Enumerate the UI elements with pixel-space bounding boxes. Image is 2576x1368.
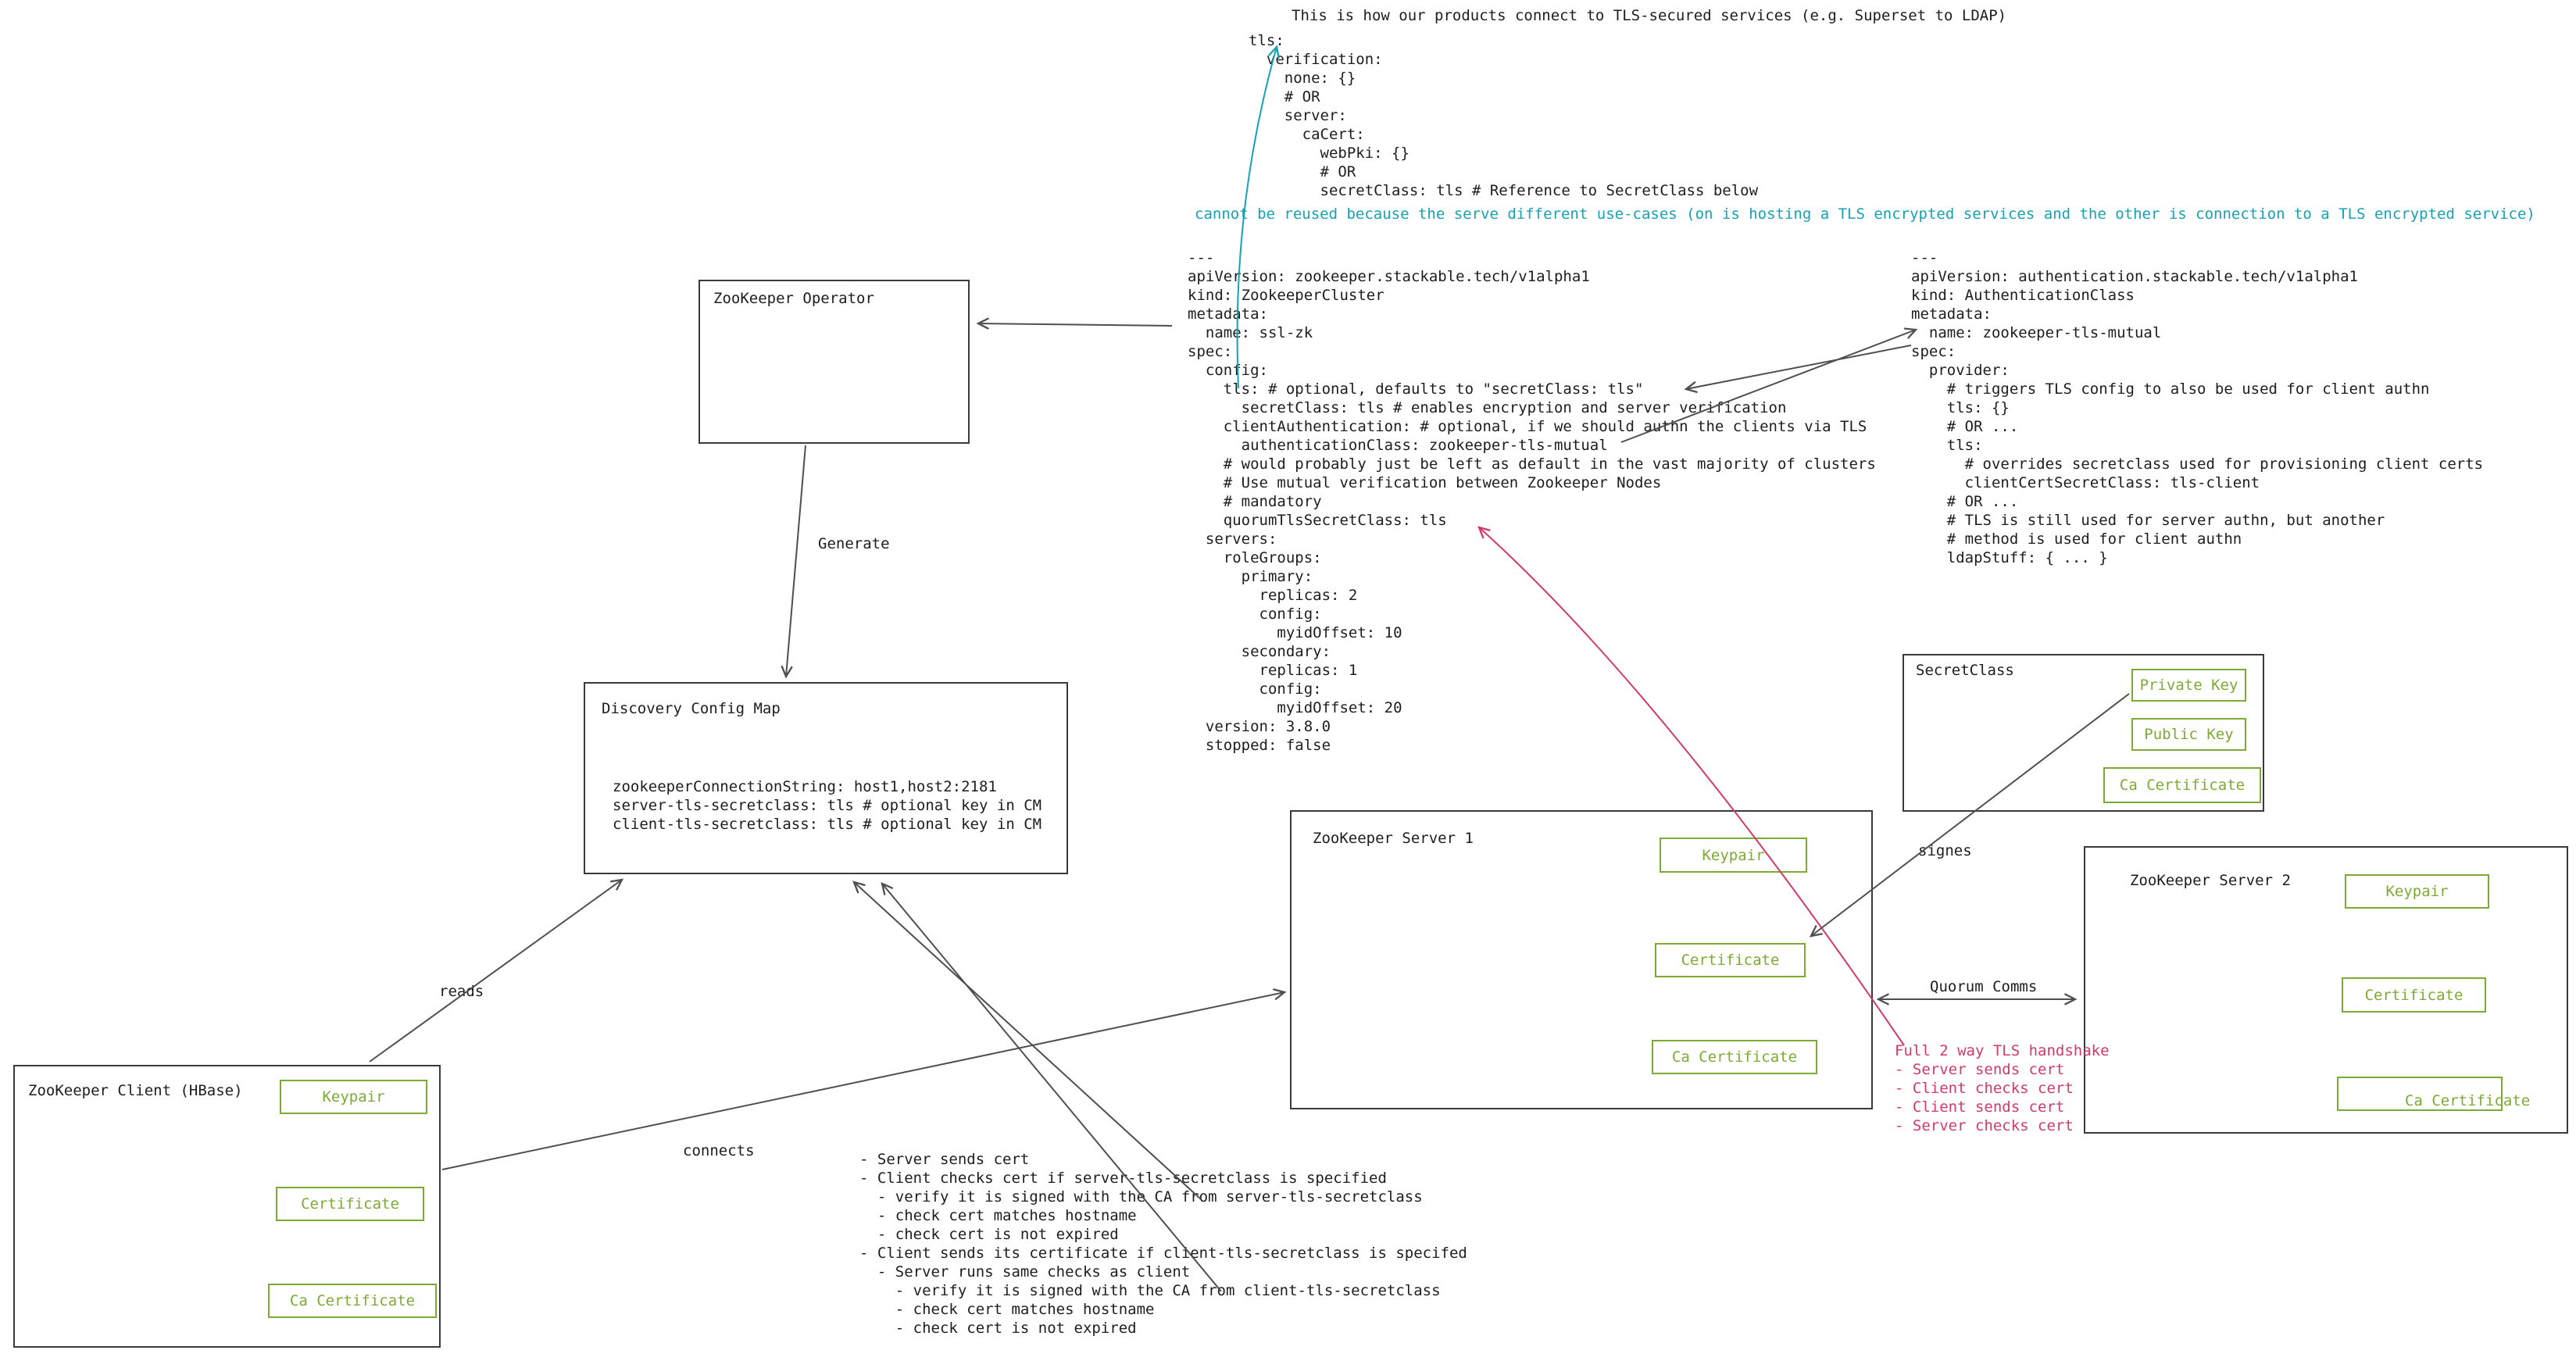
handshake-note-title: Full 2 way TLS handshake (1895, 1042, 2110, 1059)
client-certificate-chip: Certificate (276, 1187, 424, 1221)
zookeeper-server2-label: ZooKeeper Server 2 (2130, 872, 2291, 889)
discovery-config-map-box: Discovery Config Map zookeeperConnection… (584, 682, 1068, 874)
zookeepercluster-yaml: --- apiVersion: zookeeper.stackable.tech… (1188, 249, 1876, 754)
top-title: This is how our products connect to TLS-… (1292, 7, 2007, 24)
arrow-yaml-to-operator (976, 317, 1173, 330)
edge-label-generate: Generate (818, 535, 890, 552)
edge-label-reads: reads (439, 983, 484, 1000)
secretclass-ca-certificate-chip: Ca Certificate (2103, 767, 2261, 803)
server2-ca-certificate-chip (2337, 1077, 2503, 1111)
authenticationclass-yaml: --- apiVersion: authentication.stackable… (1911, 249, 2484, 566)
edge-label-quorum-comms: Quorum Comms (1930, 978, 2038, 995)
arrow-connects (441, 988, 1287, 1170)
client-keypair-chip: Keypair (280, 1080, 427, 1114)
tls-checks-note: - Server sends cert - Client checks cert… (859, 1151, 1467, 1337)
secretclass-private-key-chip: Private Key (2131, 669, 2246, 702)
server1-keypair-chip: Keypair (1660, 838, 1807, 873)
discovery-config-map-content: zookeeperConnectionString: host1,host2:2… (613, 778, 1042, 833)
zookeeper-operator-box: ZooKeeper Operator (698, 280, 970, 444)
secretclass-public-key-chip: Public Key (2131, 718, 2246, 751)
reuse-note: cannot be reused because the serve diffe… (1195, 205, 2535, 223)
zookeeper-server1-label: ZooKeeper Server 1 (1313, 830, 1474, 847)
server2-certificate-chip: Certificate (2342, 977, 2486, 1013)
arrow-reads (369, 878, 624, 1063)
edge-label-signes: signes (1918, 842, 1972, 859)
server1-certificate-chip: Certificate (1655, 943, 1806, 977)
zookeeper-operator-label: ZooKeeper Operator (713, 290, 874, 307)
secretclass-label: SecretClass (1916, 662, 2014, 679)
zookeeper-client-label: ZooKeeper Client (HBase) (28, 1082, 243, 1099)
client-ca-certificate-chip: Ca Certificate (268, 1284, 437, 1318)
handshake-note-lines: - Server sends cert - Client checks cert… (1895, 1061, 2074, 1134)
server2-keypair-chip: Keypair (2345, 874, 2489, 909)
arrow-generate (781, 445, 806, 679)
server2-ca-certificate-label: Ca Certificate (2405, 1092, 2531, 1109)
edge-label-connects: connects (683, 1142, 755, 1159)
tls-example-yaml: tls: verification: none: {} # OR server:… (1249, 32, 1759, 199)
discovery-config-map-label: Discovery Config Map (602, 700, 781, 717)
server1-ca-certificate-chip: Ca Certificate (1652, 1040, 1817, 1074)
